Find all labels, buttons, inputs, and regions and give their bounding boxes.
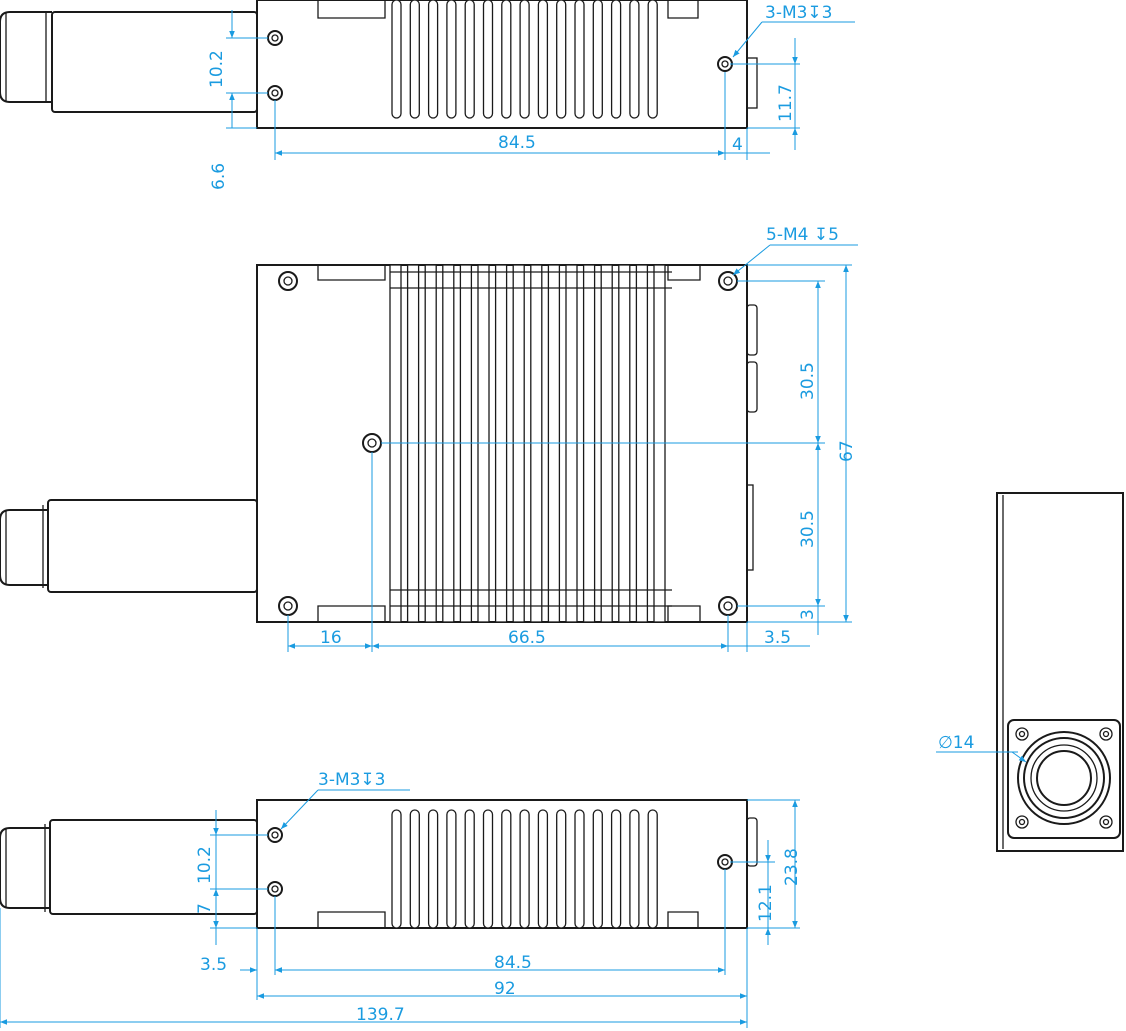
heatsink-fin — [409, 0, 420, 119]
top-view-dimensions — [226, 10, 855, 160]
heatsink-fin — [610, 0, 622, 119]
top-view-body — [256, 0, 758, 129]
plan-view-connector — [0, 499, 258, 593]
heatsink-fin — [501, 0, 512, 119]
top-view-dim-hole-pitch: 10.2 — [207, 50, 227, 88]
heatsink-fin — [482, 809, 494, 929]
plan-view-dimensions — [287, 244, 858, 652]
heatsink-fin — [629, 809, 640, 929]
heatsink-fin — [556, 0, 567, 119]
front-view-dim-left-offset: 3.5 — [200, 955, 227, 975]
front-view-dim-hole-offset: 7 — [195, 903, 215, 914]
front-view-fins — [391, 809, 658, 929]
heatsink-fin — [574, 0, 585, 119]
end-view-diameter: ∅14 — [938, 733, 974, 753]
heatsink-fin — [610, 809, 622, 929]
heatsink-fin — [464, 809, 475, 929]
front-view-callout: 3-M3↧3 — [318, 770, 386, 790]
plan-view-dim-lower: 30.5 — [798, 510, 818, 548]
heatsink-fin — [482, 0, 494, 119]
heatsink-fin — [501, 809, 512, 929]
front-view-holes — [267, 827, 733, 897]
heatsink-fin — [427, 0, 439, 119]
heatsink-fin — [537, 809, 549, 929]
heatsink-fin — [592, 809, 603, 929]
front-view-dim-hole-pitch: 10.2 — [195, 846, 215, 884]
plan-view-dim-left: 16 — [320, 628, 342, 648]
heatsink-fin — [446, 809, 457, 929]
end-view: ∅14 — [936, 492, 1124, 852]
front-view-dim-body-length: 92 — [494, 979, 516, 999]
front-view: 3-M3↧3 10.2 7 3.5 84.5 92 139.7 12.1 23.… — [0, 770, 802, 1028]
top-view: 3-M3↧3 10.2 6.6 84.5 4 11.7 — [0, 0, 855, 190]
top-view-callout: 3-M3↧3 — [765, 3, 833, 23]
front-view-body — [256, 799, 758, 929]
plan-view-dim-span: 66.5 — [508, 628, 546, 648]
heatsink-fin — [464, 0, 475, 119]
plan-view-dim-bottom: 3 — [798, 609, 818, 620]
heatsink-fin — [629, 0, 640, 119]
front-view-dim-side-hole: 12.1 — [756, 884, 776, 922]
top-view-holes — [267, 30, 733, 101]
front-view-dim-hole-span: 84.5 — [494, 953, 532, 973]
heatsink-fin — [446, 0, 457, 119]
top-view-fins — [391, 0, 658, 119]
plan-view-dim-upper: 30.5 — [798, 362, 818, 400]
top-view-dim-hole-span: 84.5 — [498, 133, 536, 153]
heatsink-fin — [409, 809, 420, 929]
top-view-dim-edge-offset: 4 — [732, 135, 743, 155]
front-view-dim-total-length: 139.7 — [356, 1005, 405, 1025]
front-view-dim-height: 23.8 — [782, 848, 802, 886]
front-view-connector — [0, 819, 258, 915]
heatsink-fin — [592, 0, 603, 119]
plan-view: 5-M4 ↧5 16 66.5 3.5 30.5 30.5 3 67 — [0, 225, 858, 652]
heatsink-fin — [391, 0, 402, 119]
plan-view-dim-height: 67 — [837, 440, 857, 462]
heatsink-fin — [647, 809, 658, 929]
heatsink-fin — [519, 809, 530, 929]
top-view-dim-hole-offset: 6.6 — [209, 163, 229, 190]
plan-view-callout: 5-M4 ↧5 — [766, 225, 839, 245]
heatsink-fin — [391, 809, 402, 929]
heatsink-fin — [519, 0, 530, 119]
front-view-dimensions — [0, 789, 800, 1028]
plan-view-dim-right: 3.5 — [764, 628, 791, 648]
heatsink-fin — [556, 809, 567, 929]
heatsink-fin — [537, 0, 549, 119]
heatsink-fin — [574, 809, 585, 929]
heatsink-fin — [647, 0, 658, 119]
heatsink-fin — [427, 809, 439, 929]
top-view-dim-side-hole: 11.7 — [776, 84, 796, 122]
